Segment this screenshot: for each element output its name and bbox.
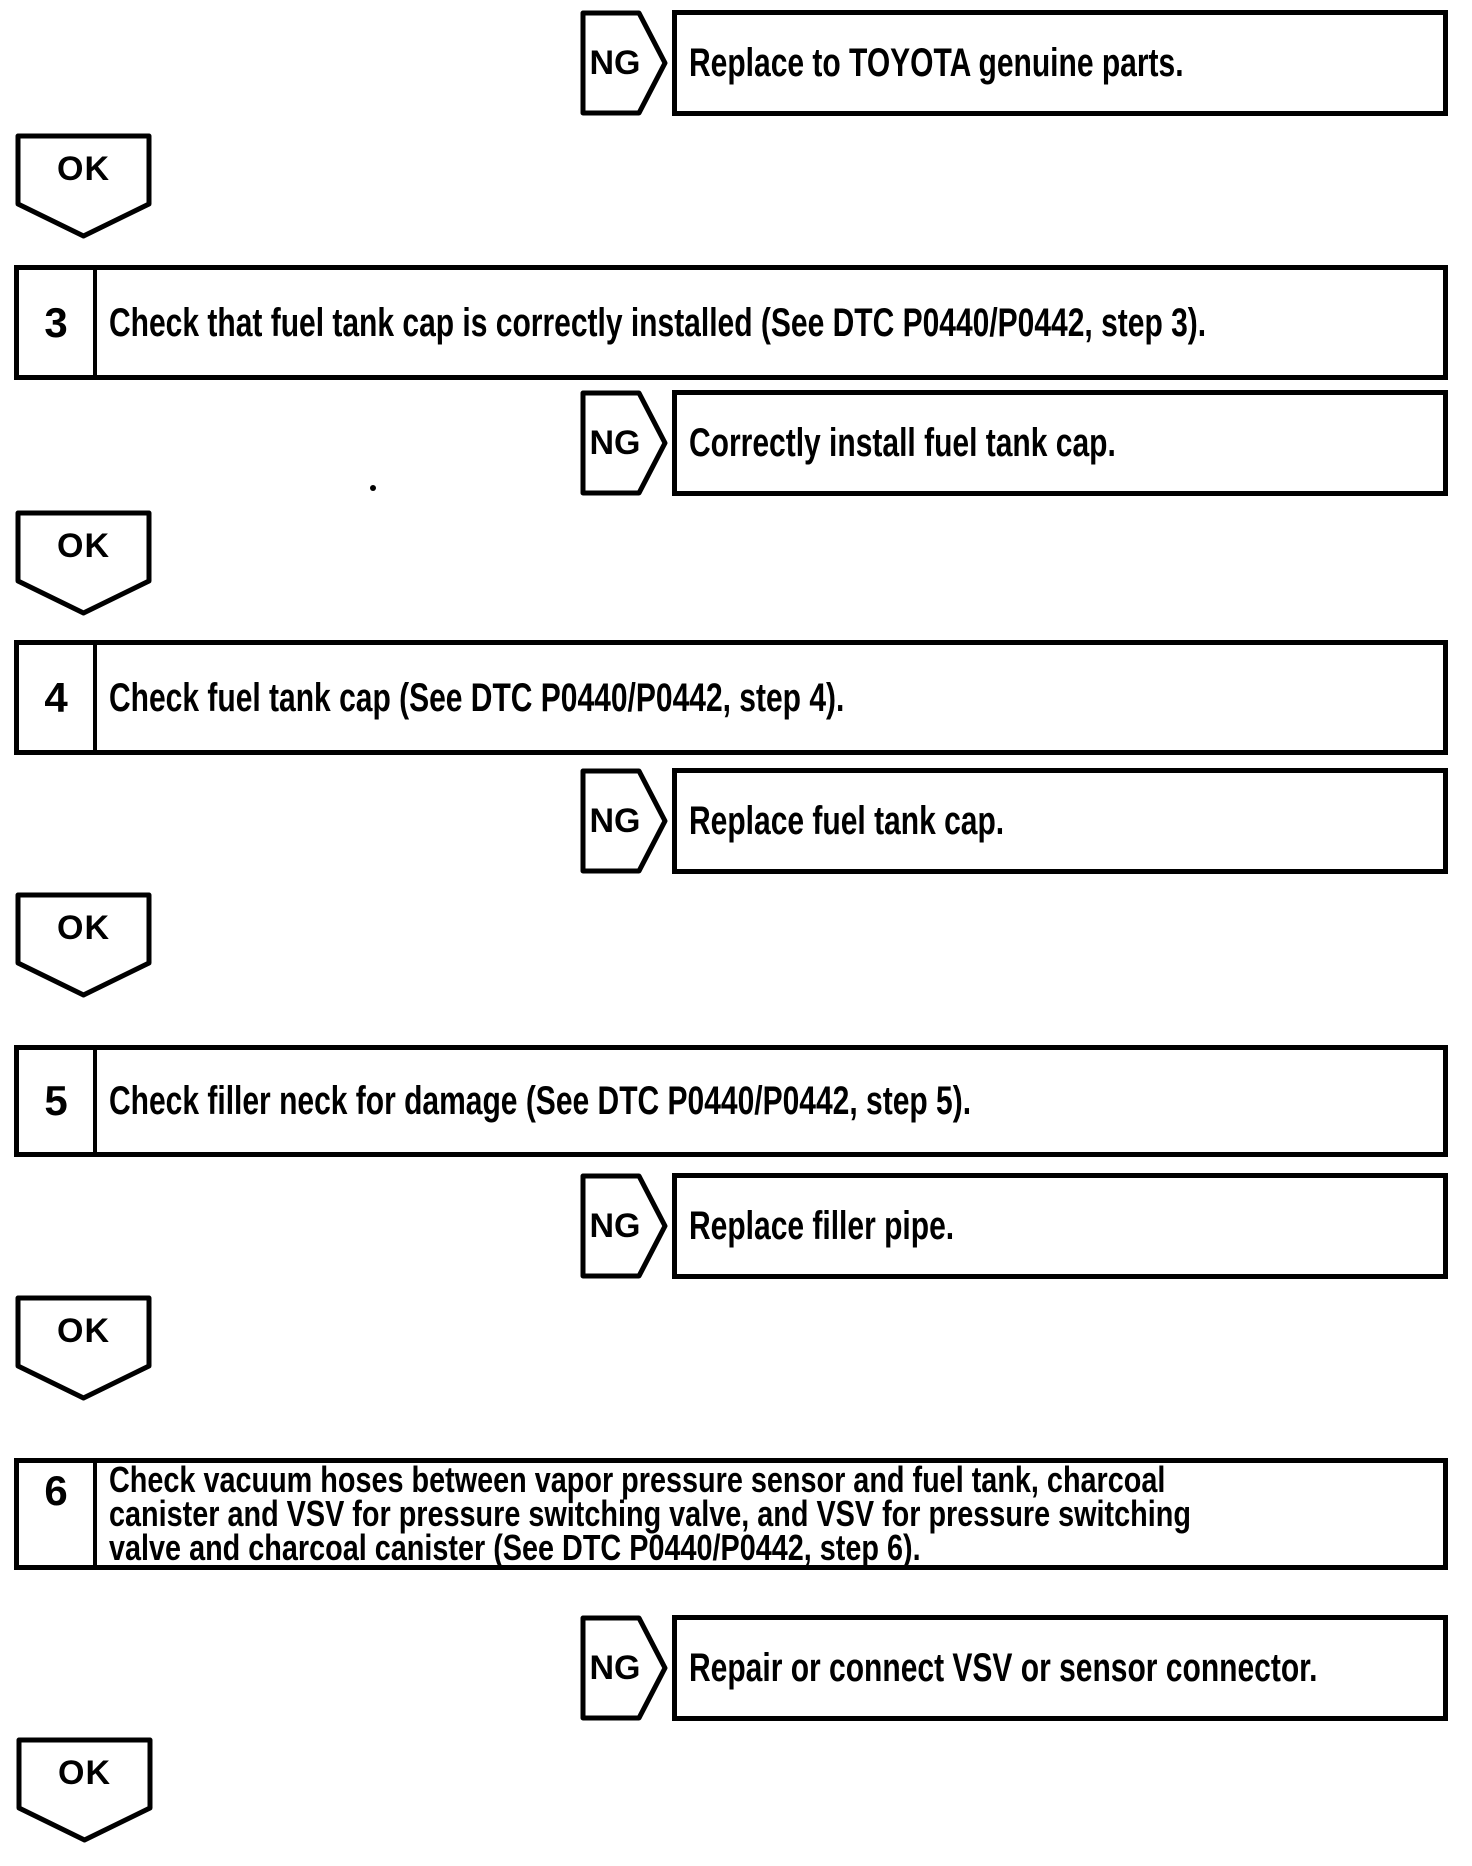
ng-connector: NG xyxy=(580,390,668,496)
step-instruction: Check vacuum hoses between vapor pressur… xyxy=(97,1459,1461,1568)
step-text-line: valve and charcoal canister (See DTC P04… xyxy=(109,1527,921,1568)
ng-pentagon-icon xyxy=(580,10,668,116)
step-text-line: Check that fuel tank cap is correctly in… xyxy=(109,300,1207,345)
ok-label: OK xyxy=(57,149,110,188)
ok-label: OK xyxy=(57,908,110,947)
ng-label: NG xyxy=(589,801,641,840)
ng-action-box: Repair or connect VSV or sensor connecto… xyxy=(672,1615,1448,1721)
step-number: 4 xyxy=(19,645,97,750)
step-text-line: Check filler neck for damage (See DTC P0… xyxy=(109,1079,972,1123)
step-text-line: Check fuel tank cap (See DTC P0440/P0442… xyxy=(109,675,845,720)
ng-action-text: Replace to TOYOTA genuine parts. xyxy=(689,41,1184,85)
ng-pentagon-icon xyxy=(580,1173,668,1279)
step-number: 6 xyxy=(19,1463,97,1565)
ok-connector: OK xyxy=(15,892,152,999)
ok-label: OK xyxy=(58,1753,111,1792)
step-number: 5 xyxy=(19,1050,97,1152)
ng-connector: NG xyxy=(580,1615,668,1721)
step-instruction: Check fuel tank cap (See DTC P0440/P0442… xyxy=(97,645,1443,750)
ng-action-box: Replace filler pipe. xyxy=(672,1173,1448,1279)
ng-action-box: Correctly install fuel tank cap. xyxy=(672,390,1448,496)
ng-label: NG xyxy=(589,43,641,82)
ok-banner-icon xyxy=(15,510,152,616)
ng-pentagon-icon xyxy=(580,1615,668,1721)
ng-connector: NG xyxy=(580,1173,668,1279)
ng-label: NG xyxy=(589,1206,641,1245)
ng-action-text: Replace fuel tank cap. xyxy=(689,799,1005,843)
ok-banner-icon xyxy=(15,133,152,239)
ng-action-box: Replace to TOYOTA genuine parts. xyxy=(672,10,1448,116)
step-number: 3 xyxy=(19,270,97,375)
ng-pentagon-icon xyxy=(580,768,668,874)
step-box-6: 6 Check vacuum hoses between vapor press… xyxy=(14,1458,1448,1570)
ng-action-box: Replace fuel tank cap. xyxy=(672,768,1448,874)
ok-banner-icon xyxy=(15,1295,152,1401)
step-instruction: Check that fuel tank cap is correctly in… xyxy=(97,270,1472,375)
ng-connector: NG xyxy=(580,768,668,874)
ng-action-text: Repair or connect VSV or sensor connecto… xyxy=(689,1646,1318,1690)
step-instruction: Check filler neck for damage (See DTC P0… xyxy=(97,1050,1443,1152)
step-box-5: 5 Check filler neck for damage (See DTC … xyxy=(14,1045,1448,1157)
scan-artifact-dot xyxy=(370,485,376,491)
ng-label: NG xyxy=(589,423,641,462)
ok-connector: OK xyxy=(15,133,152,240)
ng-connector: NG xyxy=(580,10,668,116)
ok-label: OK xyxy=(57,526,110,565)
ok-connector: OK xyxy=(15,510,152,617)
ng-label: NG xyxy=(589,1648,641,1687)
ng-action-text: Correctly install fuel tank cap. xyxy=(689,421,1116,465)
step-box-4: 4 Check fuel tank cap (See DTC P0440/P04… xyxy=(14,640,1448,755)
ok-label: OK xyxy=(57,1311,110,1350)
ok-banner-icon xyxy=(15,892,152,998)
ok-banner-icon xyxy=(16,1737,153,1843)
step-text-line: Check vacuum hoses between vapor pressur… xyxy=(109,1459,1166,1500)
step-text-line: canister and VSV for pressure switching … xyxy=(109,1493,1191,1534)
ng-action-text: Replace filler pipe. xyxy=(689,1204,955,1248)
ok-connector: OK xyxy=(15,1295,152,1402)
ng-pentagon-icon xyxy=(580,390,668,496)
ok-connector: OK xyxy=(16,1737,153,1844)
step-box-3: 3 Check that fuel tank cap is correctly … xyxy=(14,265,1448,380)
